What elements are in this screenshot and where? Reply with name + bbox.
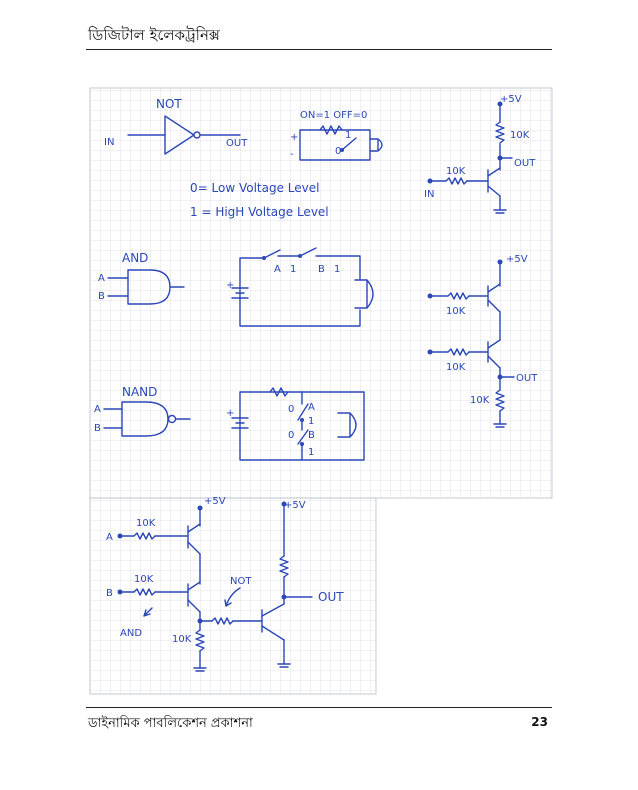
and-switch-b1: 1 [334,264,340,275]
and-switch-a1: 1 [290,264,296,275]
tnand-and-label: AND [120,628,142,639]
tand-re: 10K [470,395,490,406]
not-gate-out-label: OUT [226,138,248,149]
and-switch-circuit: A 1 B 1 + [226,247,374,327]
page-number: 23 [531,715,548,729]
tand-r1: 10K [446,306,466,317]
tnand-ra: 10K [136,518,156,529]
graph-paper-bottom [89,497,377,695]
graph-paper-top [89,87,553,499]
header-rule [86,49,552,50]
nand-gate-b: B [94,423,101,434]
not-gate-symbol: NOT IN OUT [104,97,248,155]
tnot-in: IN [424,189,434,200]
high-level-note: 1 = HigH Voltage Level [190,205,329,219]
tnand-b: B [106,588,113,599]
tnand-rb: 10K [134,574,154,585]
and-switch-b: B [318,264,325,275]
nand-switch-plus: + [226,408,234,419]
tnot-rc: 10K [510,130,530,141]
nand-switch-zero-a: 0 [288,404,294,415]
tnand-out: OUT [318,590,344,604]
not-gate-in-label: IN [104,137,114,148]
nand-switch-circuit: 0 A 1 0 B 1 + [226,387,365,461]
low-level-note: 0= Low Voltage Level [190,181,319,195]
tnand-vcc2: +5V [284,500,306,511]
nand-switch-one-a: 1 [308,416,314,427]
and-switch-plus: + [226,280,234,291]
switch-key-label: ON=1 OFF=0 [300,110,367,121]
tand-r2: 10K [446,362,466,373]
tnot-vcc: +5V [500,94,522,105]
nand-switch-zero-b: 0 [288,430,294,441]
switch-key-zero: 0 [335,146,341,157]
tnot-out: OUT [514,158,536,169]
page-header-title: ডিজিটাল ইলেকট্রনিক্স [88,26,220,44]
nand-gate-title: NAND [122,385,157,399]
nand-gate-symbol: NAND A B [94,385,191,437]
tand-vcc: +5V [506,254,528,265]
and-gate-b: B [98,291,105,302]
nand-gate-a: A [94,404,101,415]
switch-key-circuit: ON=1 OFF=0 1 0 + - [290,110,383,161]
transistor-and-circuit: +5V 10K 10K OUT 10K [427,254,538,428]
tand-out: OUT [516,373,538,384]
and-gate-title: AND [122,251,148,265]
switch-key-one: 1 [345,130,351,141]
switch-key-plus: + [290,132,298,143]
nand-switch-one-b: 1 [308,447,314,458]
transistor-nand-circuit: +5V +5V A B 10K 10K AND NOT 10K OUT [106,496,344,672]
footer-publisher: ডাইনামিক পাবলিকেশন প্রকাশনা [88,716,253,731]
and-switch-a: A [274,264,281,275]
tnand-not-label: NOT [230,576,252,587]
and-gate-symbol: AND A B [98,251,185,305]
transistor-not-circuit: +5V 10K OUT 10K IN [424,94,536,214]
nand-switch-a: A [308,402,315,413]
switch-key-minus: - [290,149,294,160]
tnot-rb: 10K [446,166,466,177]
tnand-a: A [106,532,113,543]
tnand-vcc1: +5V [204,496,226,507]
nand-switch-b: B [308,430,315,441]
tnand-re: 10K [172,634,192,645]
footer-rule [86,707,552,708]
not-gate-title: NOT [156,97,182,111]
and-gate-a: A [98,273,105,284]
